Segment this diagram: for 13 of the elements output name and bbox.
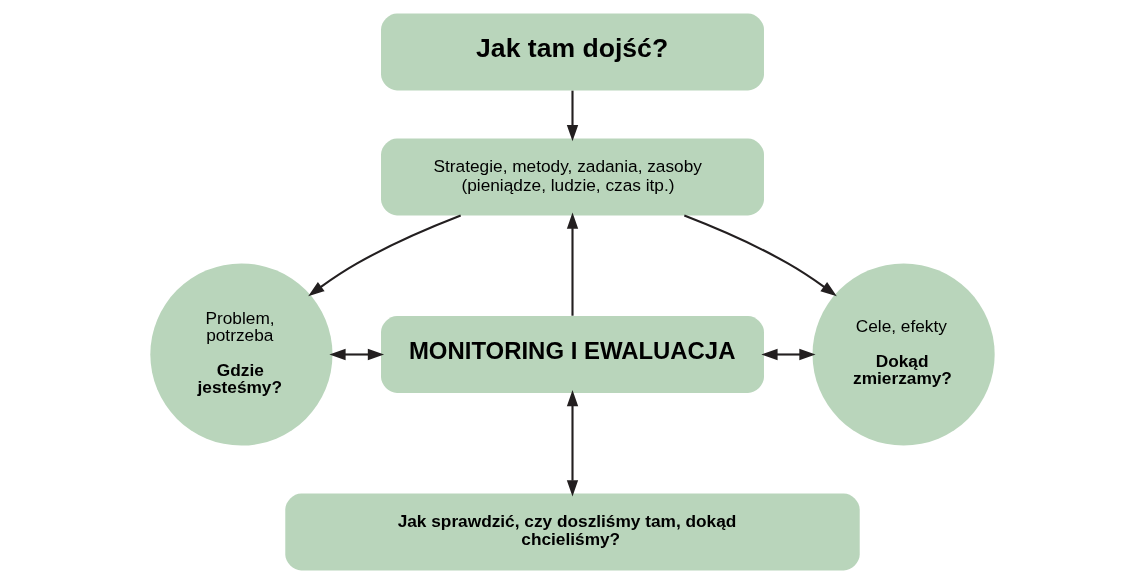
arrow xyxy=(566,212,578,316)
node-box: Jak tam dojść? xyxy=(380,13,764,91)
arrow xyxy=(307,214,461,297)
arrow xyxy=(760,348,816,361)
node-box: Strategie, metody, zadania, zasoby (pieniądze, ludzie, czas itp.) xyxy=(380,138,764,216)
arrow xyxy=(328,348,384,361)
node-box: Jak sprawdzić, czy doszliśmy tam, dokąd chcieliśmy? xyxy=(284,493,860,571)
node-circle: Cele, efekty Dokąd zmierzamy? xyxy=(812,263,995,446)
arrow xyxy=(683,214,837,297)
arrow xyxy=(566,90,578,142)
arrow xyxy=(566,390,578,497)
node-circle: Problem, potrzeba Gdzie jesteśmy? xyxy=(149,263,332,446)
node-box: MONITORING I EWALUACJA xyxy=(380,315,764,394)
